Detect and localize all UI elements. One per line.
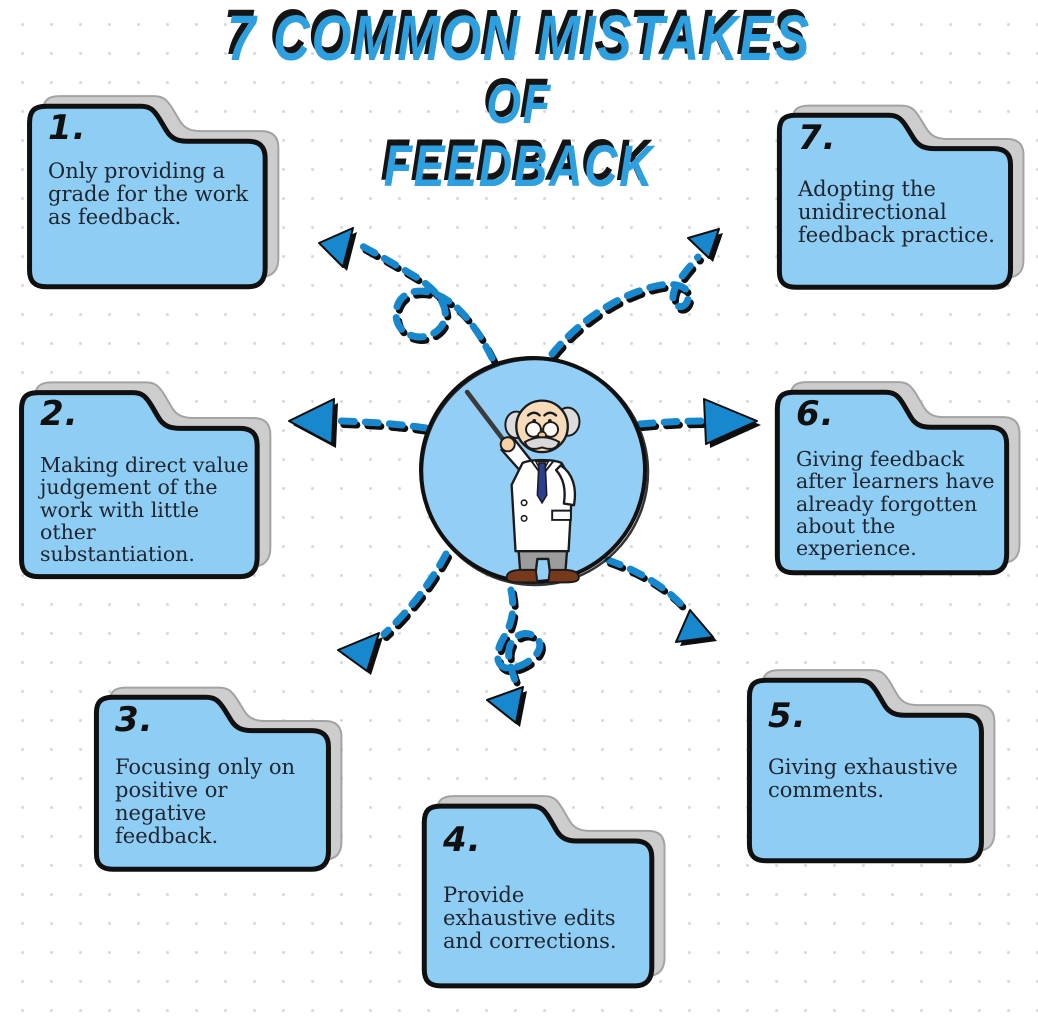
- mistake-number: 4.: [443, 820, 482, 860]
- mistake-card-2: 2. Making direct value judgement of the …: [14, 372, 276, 586]
- mistake-card-1: 1. Only providing a grade for the work a…: [22, 86, 284, 296]
- mistake-number: 2.: [40, 394, 79, 434]
- professor-illustration: [419, 356, 650, 587]
- mistake-number: 6.: [796, 394, 835, 434]
- arrow-to-mistake-6: [636, 398, 761, 448]
- center-circle: [414, 352, 652, 590]
- arrow-to-mistake-7: [548, 228, 723, 361]
- page-title: 7 COMMON MISTAKES OF FEEDBACK: [0, 6, 1038, 196]
- mistake-number: 7.: [798, 118, 837, 158]
- mistake-card-6: 6. Giving feedback after learners have a…: [770, 372, 1025, 582]
- mistake-card-3: 3. Focusing only on positive or negative…: [89, 678, 347, 878]
- professor-figure: [464, 389, 581, 584]
- arrow-to-mistake-3: [337, 550, 452, 675]
- mistake-text: Giving feedback after learners have alre…: [796, 447, 995, 561]
- mistake-card-5: 5. Giving exhaustive comments.: [742, 660, 1000, 870]
- mistake-text: Focusing only on positive or negative fe…: [115, 755, 296, 848]
- mistake-card-7: 7. Adopting the unidirectional feedback …: [772, 96, 1029, 296]
- folder-shape: [770, 372, 1025, 582]
- mistake-number: 1.: [48, 108, 87, 148]
- title-line-2: OF: [486, 72, 552, 135]
- title-line-1: 7 COMMON MISTAKES: [227, 2, 811, 74]
- mistake-text: Provide exhaustive edits and corrections…: [443, 883, 617, 953]
- arrow-to-mistake-1: [318, 227, 498, 365]
- mistake-number: 3.: [115, 700, 154, 740]
- folder-shape: [742, 660, 1000, 870]
- folder-shape: [14, 372, 276, 586]
- arrow-to-mistake-5: [604, 556, 717, 646]
- title-line-3: FEEDBACK: [383, 134, 655, 199]
- mistake-text: Making direct value judgement of the wor…: [40, 453, 249, 567]
- folder-shape: [417, 786, 670, 995]
- mistake-text: Giving exhaustive comments.: [768, 755, 958, 802]
- arrow-to-mistake-4: [486, 586, 546, 727]
- mistake-number: 5.: [768, 696, 807, 736]
- arrow-to-mistake-2: [288, 398, 432, 448]
- mistake-text: Adopting the unidirectional feedback pra…: [798, 177, 995, 247]
- folder-shape: [22, 86, 284, 296]
- mistake-text: Only providing a grade for the work as f…: [48, 159, 249, 229]
- mistake-card-4: 4. Provide exhaustive edits and correcti…: [417, 786, 670, 995]
- folder-shape: [89, 678, 347, 878]
- folder-shape: [772, 96, 1029, 296]
